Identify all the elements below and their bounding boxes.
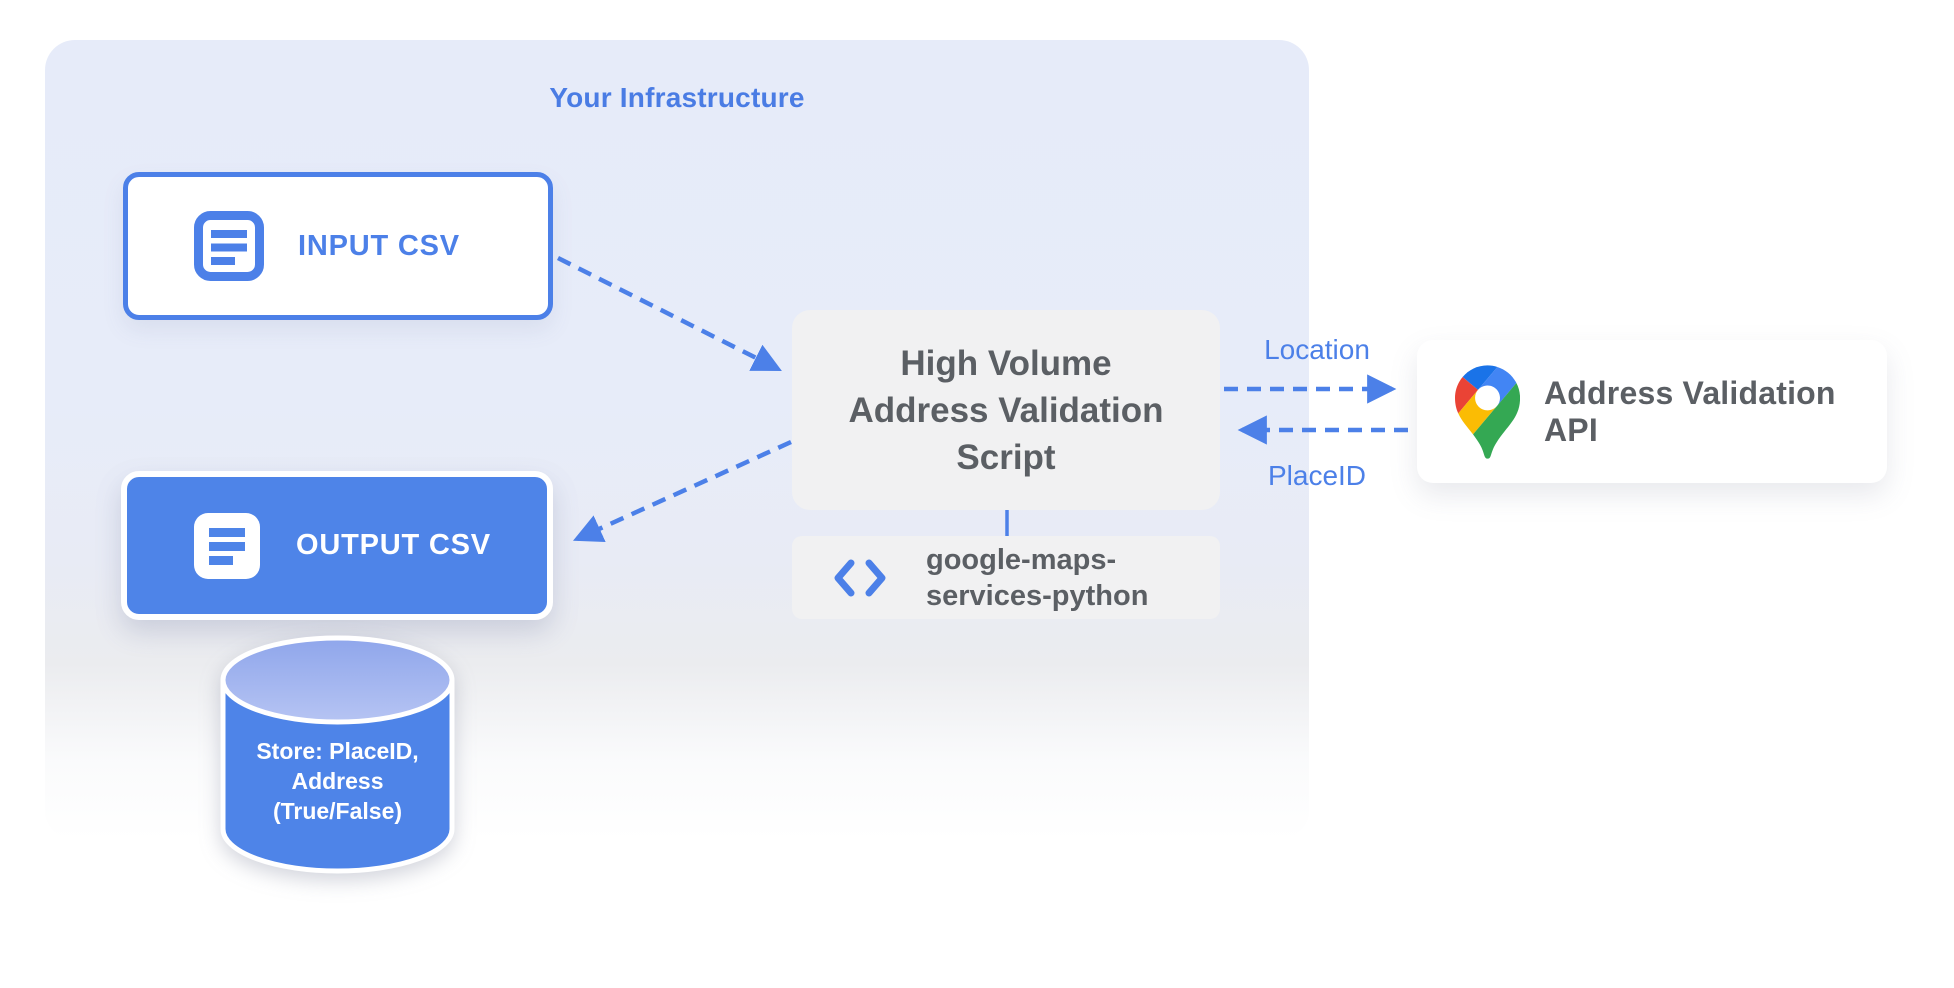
datastore-label: Store: PlaceID, Address (True/False) [256, 738, 419, 824]
edge-label-location: Location [1264, 334, 1370, 365]
address-validation-api-node: Address Validation API [1417, 340, 1887, 483]
library-node: google-maps- services-python [792, 536, 1220, 619]
validation-script-node: High Volume Address Validation Script [792, 310, 1220, 510]
edge-label-placeid: PlaceID [1267, 460, 1367, 491]
output-csv-node: OUTPUT CSV [121, 471, 553, 620]
datastore-node: Store: PlaceID, Address (True/False) [219, 633, 456, 876]
document-icon [194, 211, 264, 281]
api-label: Address Validation API [1544, 374, 1836, 448]
script-label-line2: Address Validation [848, 390, 1164, 430]
input-csv-node: INPUT CSV [123, 172, 553, 320]
library-label: google-maps- services-python [926, 543, 1149, 612]
document-icon [194, 512, 260, 579]
code-icon [834, 559, 886, 596]
output-csv-label: OUTPUT CSV [296, 529, 491, 561]
zone-title: Your Infrastructure [549, 82, 805, 113]
input-csv-label: INPUT CSV [298, 229, 460, 262]
database-cylinder-icon [220, 635, 455, 874]
script-label-line3: Script [956, 437, 1056, 477]
arrow-input-to-script [556, 255, 782, 372]
script-label-line1: High Volume [900, 343, 1112, 383]
google-maps-pin-icon [1455, 364, 1520, 459]
arrow-script-to-output [573, 439, 792, 543]
